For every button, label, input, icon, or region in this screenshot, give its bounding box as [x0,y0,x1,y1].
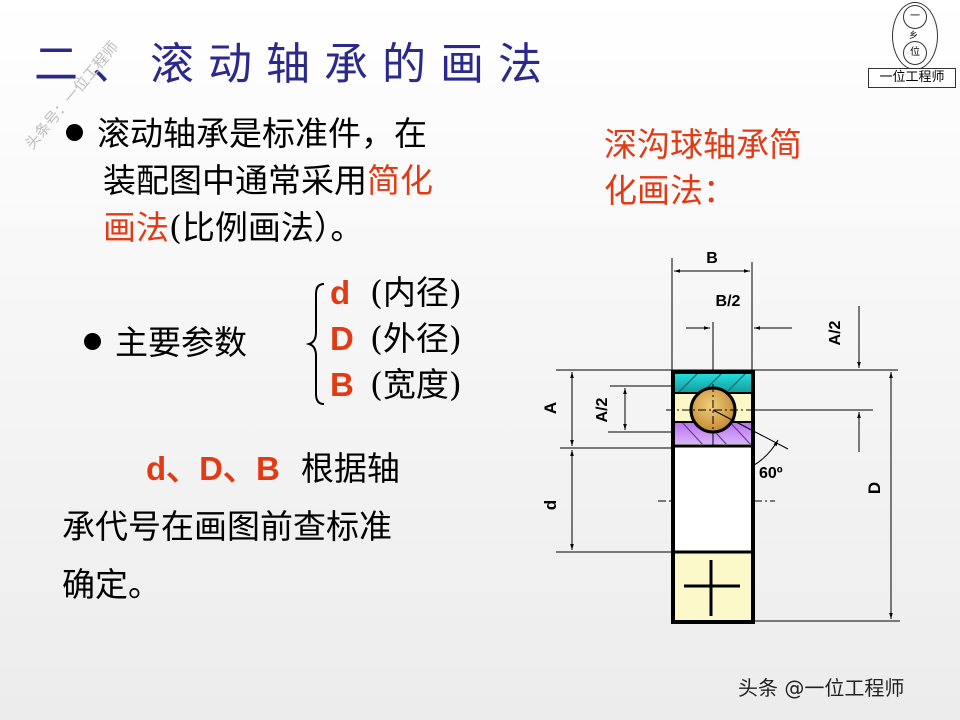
label-B: B [706,250,718,267]
param-desc: (外径) [370,319,462,358]
logo-bottom-circle: 位 [903,41,927,65]
bullet-dot-icon [66,123,83,141]
label-A-half-right: A/2 [827,320,844,345]
param-row-D: D (外径) [330,316,462,362]
bullet-main-params-label: 主要参数 [84,320,247,366]
logo-mid-glyph: 乡 [909,31,919,41]
note-line2: 承代号在画图前查标准 [62,507,392,546]
main-params-label: 主要参数 [115,323,247,362]
bullet1-line1: 滚动轴承是标准件，在 [97,114,427,153]
label-angle: 60º [759,465,783,482]
label-D: D [865,482,884,494]
param-symbol: B [330,366,354,403]
slide-title: 二、滚动轴承的画法 [34,39,556,90]
bullet-dot-icon [84,332,101,350]
dimension-A-half-right: A/2 [827,306,861,452]
param-desc: (宽度) [370,365,462,404]
logo-top-circle: 一 [903,5,927,29]
logo-label: 一位工程师 [868,68,956,88]
dimension-A: A [541,372,574,446]
dimension-B: B [671,250,753,372]
param-row-d: d (内径) [330,270,462,316]
brand-logo: 一 乡 位 一位工程师 [868,2,958,88]
label-d: d [541,500,560,510]
param-symbol: d [330,274,351,311]
footer-watermark: 头条 @一位工程师 [738,676,905,700]
note-line3: 确定。 [62,565,161,604]
note-symbols: d、D、B [146,450,280,487]
param-desc: (内径) [370,273,462,312]
dimension-B-half: B/2 [686,293,792,388]
note-line1: 根据轴 [300,449,400,488]
bullet1-line3: (比例画法）。 [169,208,364,247]
param-row-B: B (宽度) [330,362,462,408]
params-list: d (内径) D (外径) B (宽度) [330,270,462,408]
subtitle-line2: 化画法： [604,171,736,210]
param-symbol: D [330,320,354,357]
dimension-A-half-left: A/2 [594,388,627,430]
bearing-lower-section [674,552,752,621]
note-paragraph: d、D、B 根据轴 承代号在画图前查标准 确定。 [62,440,400,614]
label-A-half-left: A/2 [594,397,611,422]
bullet1-highlight-2: 画法 [103,208,169,247]
bullet-standard-part: 滚动轴承是标准件，在 装配图中通常采用简化 画法(比例画法）。 [66,110,433,251]
subtitle-line1: 深沟球轴承简 [604,125,802,164]
label-B-half: B/2 [716,293,741,310]
bullet1-highlight-1: 简化 [367,161,433,200]
bullet1-line2: 装配图中通常采用 [103,161,367,200]
dimension-d: d [541,450,574,550]
label-A: A [541,402,560,414]
brace-icon [306,283,325,405]
bearing-upper-section [666,373,789,450]
dimension-D: D [865,372,893,619]
diagram-subtitle: 深沟球轴承简 化画法： [604,122,802,214]
